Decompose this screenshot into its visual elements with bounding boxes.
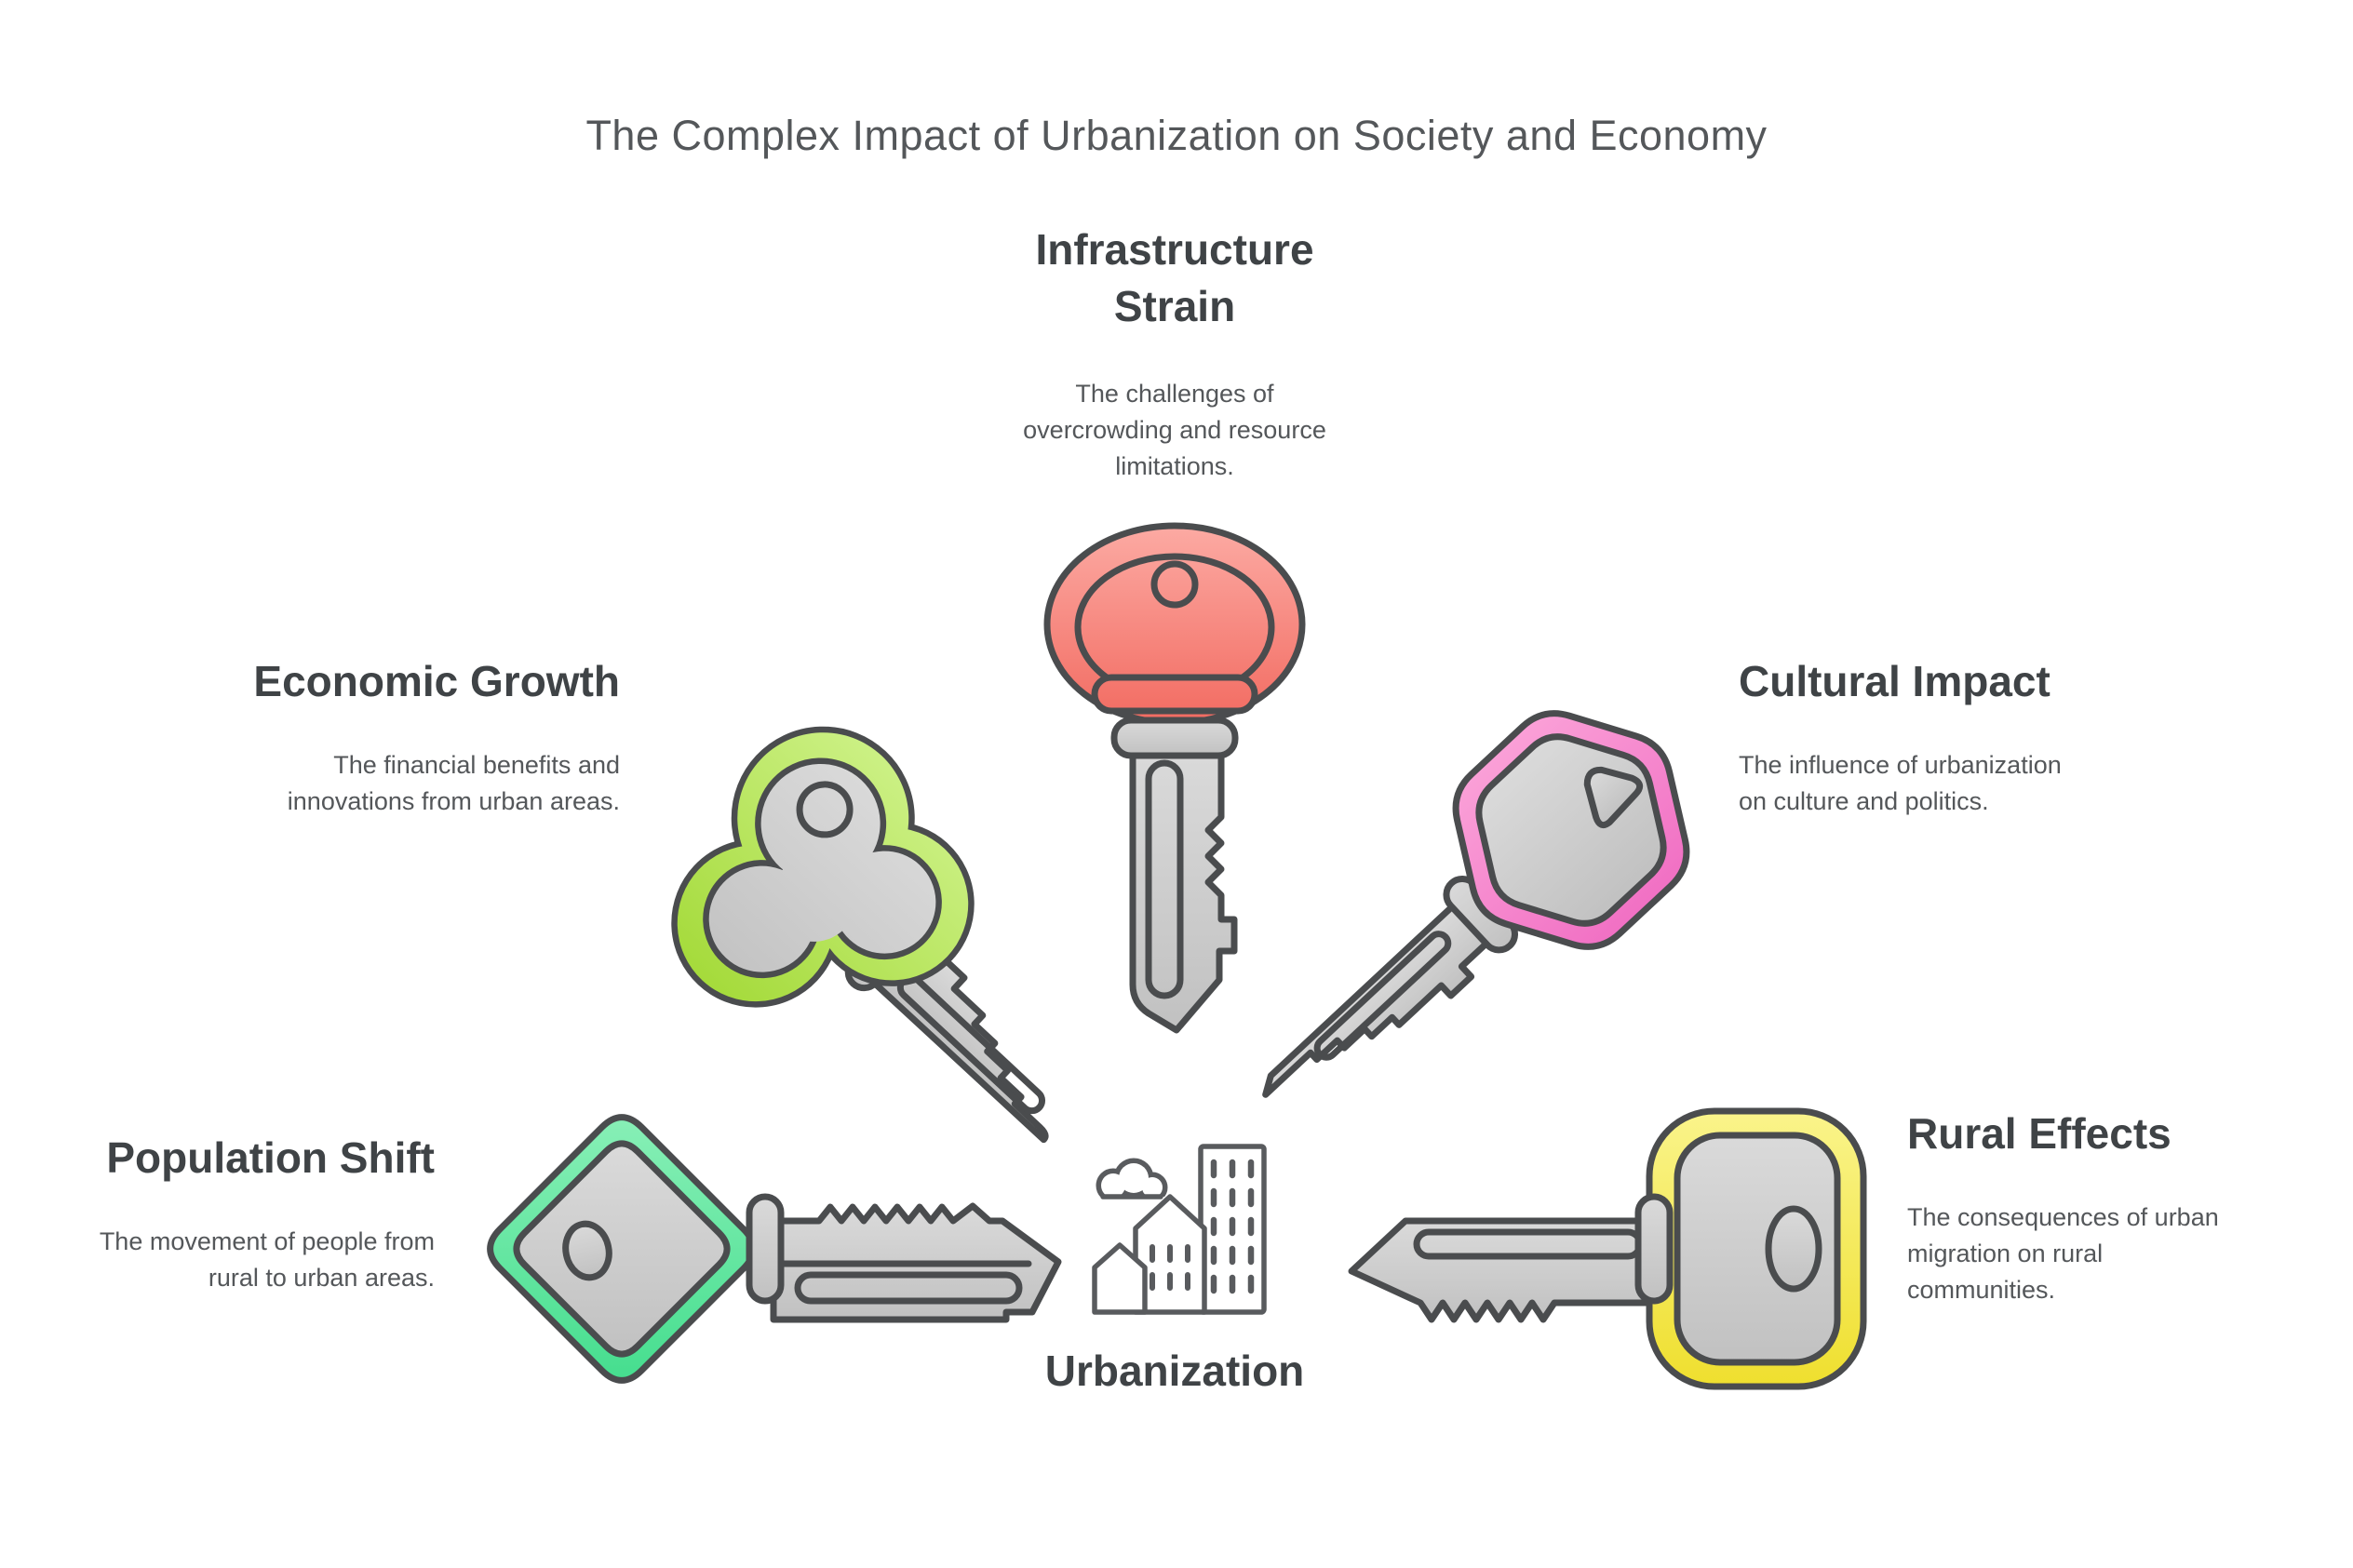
small-house bbox=[1092, 1242, 1148, 1315]
node-description: The financial benefits and innovations f… bbox=[287, 751, 620, 815]
page-title: The Complex Impact of Urbanization on So… bbox=[585, 112, 1768, 159]
green-key-icon bbox=[671, 726, 1049, 1144]
node-description: The movement of people from rural to urb… bbox=[99, 1227, 435, 1292]
node-population-shift: Population Shift The movement of people … bbox=[34, 1130, 435, 1296]
pink-key-icon bbox=[1262, 710, 1690, 1098]
node-rural-effects: Rural Effects The consequences of urban … bbox=[1907, 1106, 2345, 1308]
center-label: Urbanization bbox=[1044, 1347, 1305, 1395]
node-description: The consequences of urban migration on r… bbox=[1907, 1203, 2219, 1304]
cloud-icon bbox=[1091, 1158, 1171, 1217]
node-title: Economic Growth bbox=[253, 657, 620, 705]
node-title: Cultural Impact bbox=[1739, 657, 2050, 705]
node-title: Population Shift bbox=[106, 1133, 435, 1182]
node-economic-growth: Economic Growth The financial benefits a… bbox=[155, 653, 620, 820]
mid-building bbox=[1133, 1194, 1207, 1315]
node-cultural-impact: Cultural Impact The influence of urbaniz… bbox=[1739, 653, 2223, 820]
node-description: The influence of urbanization on culture… bbox=[1739, 751, 2062, 815]
red-key-icon bbox=[1043, 522, 1306, 1034]
node-title: Infrastructure Strain bbox=[1035, 225, 1314, 330]
node-infrastructure-strain: Infrastructure Strain The challenges of … bbox=[895, 221, 1454, 485]
teal-key-icon bbox=[487, 1114, 1062, 1384]
node-title: Rural Effects bbox=[1907, 1109, 2171, 1158]
tall-building bbox=[1198, 1144, 1267, 1315]
city-buildings-icon bbox=[1091, 1144, 1267, 1315]
yellow-key-icon bbox=[1348, 1107, 1867, 1390]
node-description: The challenges of overcrowding and resou… bbox=[1023, 380, 1326, 480]
